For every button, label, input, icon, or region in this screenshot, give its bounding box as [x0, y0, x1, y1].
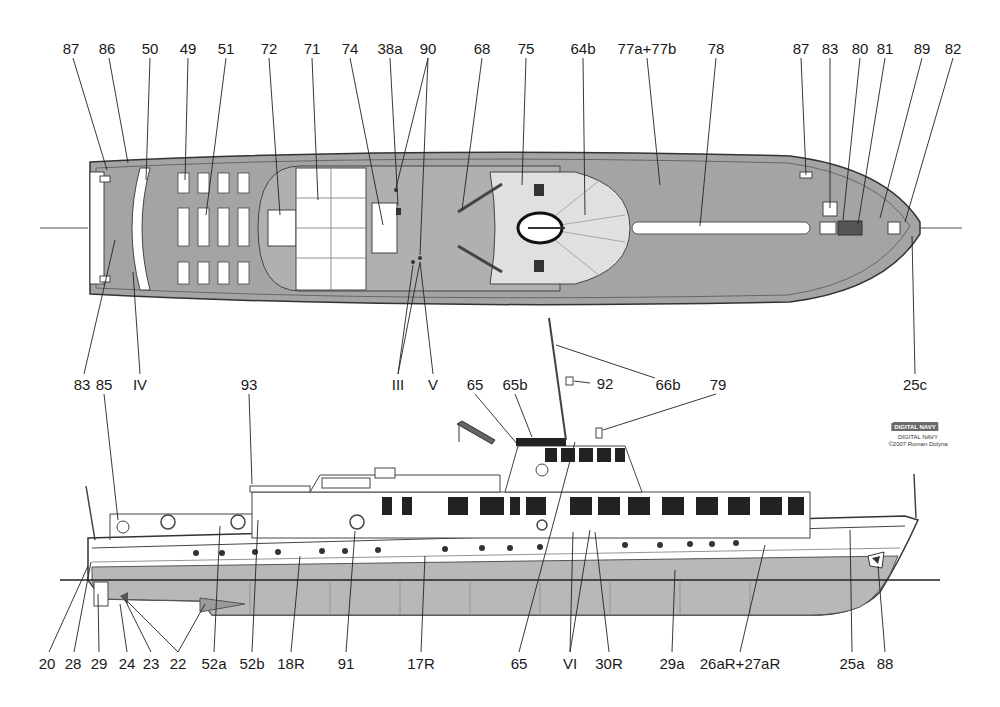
- callout-number: 87: [793, 41, 810, 56]
- callout-number: 81: [877, 41, 894, 56]
- callout-number: 80: [852, 41, 869, 56]
- logo-text: DIGITAL NAVY: [898, 434, 938, 440]
- callout-number: 82: [945, 41, 962, 56]
- callout-number: 66b: [655, 377, 680, 392]
- callout-number: 24: [119, 656, 136, 671]
- callout-number: 89: [914, 41, 931, 56]
- callout-number: 86: [99, 41, 116, 56]
- logo-text: ©2007 Roman Dolyna: [888, 441, 947, 447]
- callout-number: 49: [180, 41, 197, 56]
- callout-number: 65b: [502, 377, 527, 392]
- callout-number: 75: [518, 41, 535, 56]
- callout-number: 23: [143, 656, 160, 671]
- callout-number: 88: [877, 656, 894, 671]
- callout-number: 85: [96, 377, 113, 392]
- callout-number: 83: [822, 41, 839, 56]
- callout-number: 20: [39, 656, 56, 671]
- callout-number: 87: [63, 41, 80, 56]
- callout-number: 50: [142, 41, 159, 56]
- callout-number: 71: [304, 41, 321, 56]
- callout-number: 74: [342, 41, 359, 56]
- callout-number: 28: [65, 656, 82, 671]
- callout-number: 38a: [377, 41, 402, 56]
- callout-number: 79: [710, 377, 727, 392]
- logo-text: DIGITAL NAVY: [891, 423, 938, 431]
- callout-number: VI: [563, 656, 577, 671]
- callout-number: 29: [91, 656, 108, 671]
- callout-number: 29a: [659, 656, 684, 671]
- callout-number: 25a: [839, 656, 864, 671]
- callout-number: 25c: [903, 377, 927, 392]
- callout-number: 51: [218, 41, 235, 56]
- top-view: [40, 152, 962, 305]
- callout-number: 65: [467, 377, 484, 392]
- callout-number: 90: [420, 41, 437, 56]
- callout-number: 77a+77b: [618, 41, 677, 56]
- callout-number: 30R: [595, 656, 623, 671]
- callout-number: 92: [597, 376, 614, 391]
- callout-number: 83: [74, 377, 91, 392]
- callout-number: 93: [241, 377, 258, 392]
- callout-number: 68: [474, 41, 491, 56]
- callout-number: 18R: [277, 656, 305, 671]
- callout-number: 26aR+27aR: [700, 656, 780, 671]
- callout-number: 22: [170, 656, 187, 671]
- callout-number: 91: [338, 656, 355, 671]
- callout-number: 64b: [570, 41, 595, 56]
- callout-number: 65: [511, 656, 528, 671]
- callout-number: 78: [708, 41, 725, 56]
- callout-number: 52b: [239, 656, 264, 671]
- callout-number: IV: [133, 377, 147, 392]
- side-view: [60, 318, 940, 615]
- callout-number: III: [392, 377, 405, 392]
- callout-number: 72: [261, 41, 278, 56]
- callout-number: 52a: [201, 656, 226, 671]
- callout-number: V: [428, 377, 438, 392]
- leader-lines: [49, 58, 953, 652]
- callout-number: 17R: [407, 656, 435, 671]
